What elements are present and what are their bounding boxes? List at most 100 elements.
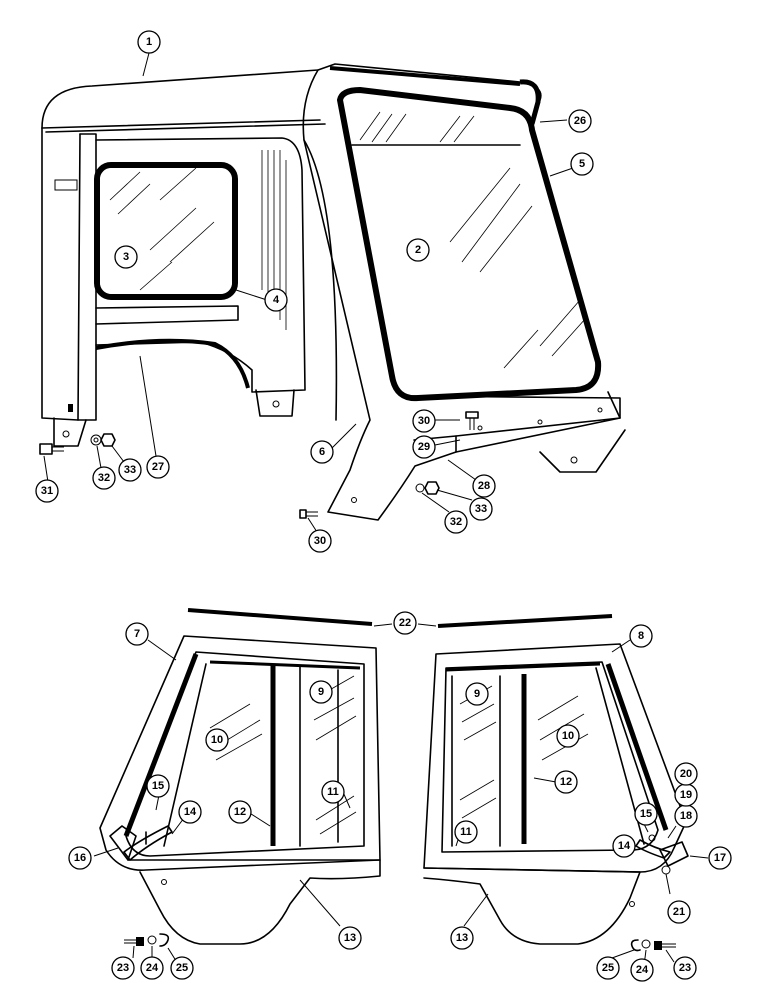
callout-10-right: 10	[556, 724, 580, 748]
callout-25-left: 25	[170, 956, 194, 980]
callout-label: 6	[319, 446, 325, 458]
callout-label: 32	[450, 516, 462, 528]
callout-label: 15	[640, 808, 652, 820]
callout-label: 31	[41, 485, 53, 497]
callout-11-left: 11	[321, 780, 345, 804]
hardware-top	[39, 411, 479, 519]
callout-1: 1	[137, 30, 161, 54]
callout-33-right: 33	[469, 497, 493, 521]
callout-label: 8	[638, 630, 644, 642]
callout-label: 23	[117, 962, 129, 974]
callout-24-right: 24	[630, 958, 654, 982]
callout-14-right: 14	[612, 834, 636, 858]
callout-25-right: 25	[596, 956, 620, 980]
callout-29: 29	[412, 435, 436, 459]
callout-7: 7	[125, 622, 149, 646]
side-wall-hatch	[261, 150, 287, 330]
callout-label: 18	[680, 810, 692, 822]
callout-label: 11	[460, 826, 472, 838]
callout-label: 28	[478, 480, 490, 492]
callout-label: 27	[152, 461, 164, 473]
callout-24-left: 24	[140, 956, 164, 980]
callout-label: 26	[574, 115, 586, 127]
callout-26: 26	[568, 109, 592, 133]
callout-label: 23	[679, 962, 691, 974]
callout-label: 14	[618, 840, 631, 852]
callout-20: 20	[674, 762, 698, 786]
callout-label: 15	[152, 780, 164, 792]
callout-label: 10	[211, 734, 223, 746]
callout-23-right: 23	[673, 956, 697, 980]
callout-label: 24	[636, 964, 649, 976]
callout-21: 21	[667, 900, 691, 924]
callout-label: 17	[714, 852, 726, 864]
callout-label: 32	[98, 472, 110, 484]
callout-label: 29	[418, 441, 430, 453]
callout-12-left: 12	[228, 800, 252, 824]
callout-9-right: 9	[465, 682, 489, 706]
callout-label: 9	[318, 686, 324, 698]
weather-strips	[187, 608, 613, 628]
left-door	[99, 635, 381, 945]
callout-30-upper: 30	[412, 409, 436, 433]
callout-15-left: 15	[146, 774, 170, 798]
callout-label: 1	[146, 36, 152, 48]
callout-9-left: 9	[309, 680, 333, 704]
callout-5: 5	[570, 152, 594, 176]
callout-label: 9	[474, 688, 480, 700]
callout-3: 3	[114, 245, 138, 269]
callout-label: 11	[327, 786, 339, 798]
hardware-bottom	[124, 933, 676, 952]
callout-14-left: 14	[178, 800, 202, 824]
callout-16: 16	[68, 846, 92, 870]
callout-label: 22	[399, 617, 411, 629]
callout-label: 7	[134, 628, 140, 640]
callout-8: 8	[629, 624, 653, 648]
callout-31: 31	[35, 479, 59, 503]
callout-label: 14	[184, 806, 197, 818]
callout-4: 4	[264, 288, 288, 312]
callout-10-left: 10	[205, 728, 229, 752]
callout-label: 33	[475, 503, 487, 515]
callout-13-left: 13	[338, 926, 362, 950]
callout-13-right: 13	[450, 926, 474, 950]
callout-label: 3	[123, 251, 129, 263]
callout-label: 20	[680, 768, 692, 780]
callout-label: 33	[124, 464, 136, 476]
callout-label: 30	[314, 535, 326, 547]
callout-label: 25	[602, 962, 614, 974]
callout-32-left: 32	[92, 466, 116, 490]
callout-label: 25	[176, 962, 188, 974]
callout-22: 22	[393, 611, 417, 635]
callout-label: 5	[579, 158, 585, 170]
callout-label: 24	[146, 962, 159, 974]
callout-label: 16	[74, 852, 86, 864]
callout-33-left: 33	[118, 458, 142, 482]
callout-17: 17	[708, 846, 732, 870]
rear-glass-hatch	[109, 167, 215, 291]
callout-6: 6	[310, 440, 334, 464]
callout-label: 2	[415, 244, 421, 256]
callout-label: 30	[418, 415, 430, 427]
callout-label: 13	[456, 932, 468, 944]
callout-28: 28	[472, 474, 496, 498]
callout-label: 4	[273, 294, 280, 306]
callout-27: 27	[146, 455, 170, 479]
callout-15-right: 15	[634, 802, 658, 826]
callout-label: 19	[680, 789, 692, 801]
right-door	[423, 643, 689, 945]
callout-label: 12	[234, 806, 246, 818]
callout-label: 12	[560, 776, 572, 788]
callout-label: 13	[344, 932, 356, 944]
callout-2: 2	[406, 238, 430, 262]
callout-label: 21	[673, 906, 685, 918]
windshield-hatch	[359, 111, 587, 369]
callout-label: 10	[562, 730, 574, 742]
callout-18: 18	[674, 804, 698, 828]
callout-19: 19	[674, 783, 698, 807]
leaders-top	[43, 52, 574, 533]
callout-32-right: 32	[444, 510, 468, 534]
callout-23-left: 23	[111, 956, 135, 980]
callout-30-lower: 30	[308, 529, 332, 553]
